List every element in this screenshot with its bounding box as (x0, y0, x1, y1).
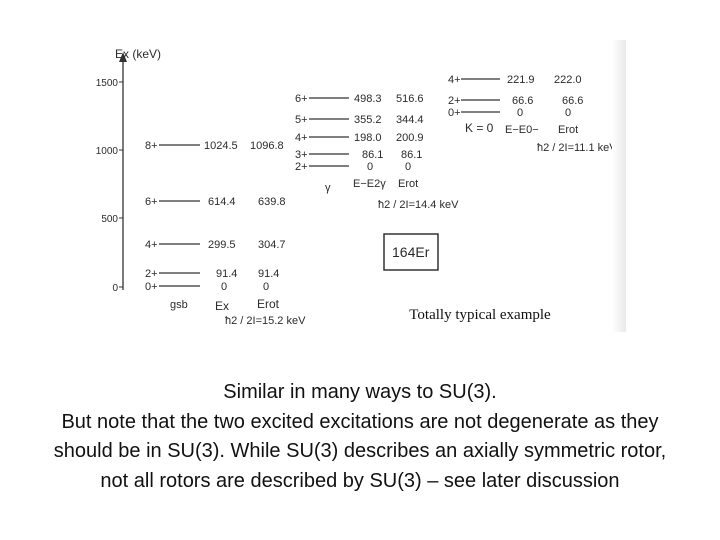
explanation-line: not all rotors are described by SU(3) – … (100, 469, 620, 492)
tick-label-1000: 1000 (96, 146, 119, 157)
k0-col-erot: Erot (558, 124, 578, 136)
gsb-ex: 91.4 (216, 268, 237, 280)
gsb-param: ħ2 / 2I=15.2 keV (225, 315, 306, 327)
tick-label-1500: 1500 (96, 78, 119, 89)
nucleus-label: 164Er (392, 244, 430, 260)
gsb-erot: 639.8 (258, 196, 286, 208)
gsb-col-ex: Ex (215, 299, 229, 313)
figure-edge-shade (612, 40, 626, 332)
gamma-ex: 0 (367, 161, 373, 173)
k0-ex: 66.6 (512, 95, 533, 107)
gsb-spin: 0+ (145, 281, 158, 293)
gsb-spin: 2+ (145, 268, 158, 280)
k0-erot: 222.0 (554, 74, 582, 86)
gamma-ex: 198.0 (354, 132, 382, 144)
gamma-param: ħ2 / 2I=14.4 keV (378, 199, 459, 211)
gsb-ex: 0 (221, 281, 227, 293)
gamma-erot: 200.9 (396, 132, 424, 144)
gamma-spin: 6+ (295, 93, 308, 105)
explanation-line: Similar in many ways to SU(3). (223, 381, 497, 403)
gamma-ex: 498.3 (354, 93, 382, 105)
gamma-erot: 86.1 (401, 149, 422, 161)
gsb-spin: 8+ (145, 140, 158, 152)
k0-erot: 66.6 (562, 95, 583, 107)
gamma-erot: 0 (405, 161, 411, 173)
figure-caption: Totally typical example (392, 302, 568, 328)
gsb-col-erot: Erot (257, 297, 280, 311)
gamma-erot: 344.4 (396, 114, 424, 126)
k0-spin: 4+ (448, 74, 461, 86)
gamma-spin: 3+ (295, 149, 308, 161)
k0-param: ħ2 / 2I=11.1 keV (537, 142, 617, 154)
k0-col-ex: E−E0− (505, 124, 539, 136)
gsb-spin: 4+ (145, 239, 158, 251)
explanation-line: should be in SU(3). While SU(3) describe… (53, 440, 667, 462)
gamma-spin: 2+ (295, 161, 308, 173)
tick-label-0: 0 (112, 283, 118, 294)
explanation-line: But note that the two excited excitation… (61, 410, 659, 433)
gsb-band-label: gsb (170, 299, 188, 311)
k0-band: 4+ 221.9 222.0 2+ 66.6 66.6 0+ 0 0 K = 0… (448, 74, 617, 154)
gamma-col-ex: E−E2γ (353, 178, 386, 190)
gsb-ex: 299.5 (208, 239, 236, 251)
nucleus-box (383, 233, 439, 271)
gsb-ex: 1024.5 (204, 140, 238, 152)
gamma-ex: 355.2 (354, 114, 382, 126)
explanation-text: Similar in many ways to SU(3). But note … (0, 378, 720, 496)
k0-band-label: K = 0 (465, 121, 494, 135)
gsb-spin: 6+ (145, 196, 158, 208)
k0-ex: 221.9 (507, 74, 535, 86)
k0-spin: 0+ (448, 107, 461, 119)
gamma-band-label: γ (325, 182, 331, 194)
gsb-erot: 304.7 (258, 239, 286, 251)
gsb-band: 8+ 1024.5 1096.8 6+ 614.4 639.8 4+ 299.5… (145, 140, 306, 327)
tick-label-500: 500 (101, 214, 118, 225)
gamma-erot: 516.6 (396, 93, 424, 105)
y-axis-label: Ex (keV) (115, 47, 161, 61)
gamma-ex: 86.1 (362, 149, 383, 161)
gsb-erot: 91.4 (258, 268, 279, 280)
k0-erot: 0 (565, 107, 571, 119)
k0-ex: 0 (517, 107, 523, 119)
gsb-erot: 1096.8 (250, 140, 284, 152)
gsb-ex: 614.4 (208, 196, 236, 208)
gamma-spin: 4+ (295, 132, 308, 144)
gamma-band: 6+ 498.3 516.6 5+ 355.2 344.4 4+ 198.0 2… (295, 93, 459, 211)
gsb-erot: 0 (263, 281, 269, 293)
y-axis-arrow (119, 52, 127, 62)
gamma-col-erot: Erot (398, 178, 418, 190)
level-scheme-svg: Ex (keV) 1500 1000 500 0 8+ 1024.5 1096.… (96, 47, 618, 327)
gamma-spin: 5+ (295, 114, 308, 126)
k0-spin: 2+ (448, 95, 461, 107)
level-scheme-figure: Ex (keV) 1500 1000 500 0 8+ 1024.5 1096.… (95, 40, 625, 332)
